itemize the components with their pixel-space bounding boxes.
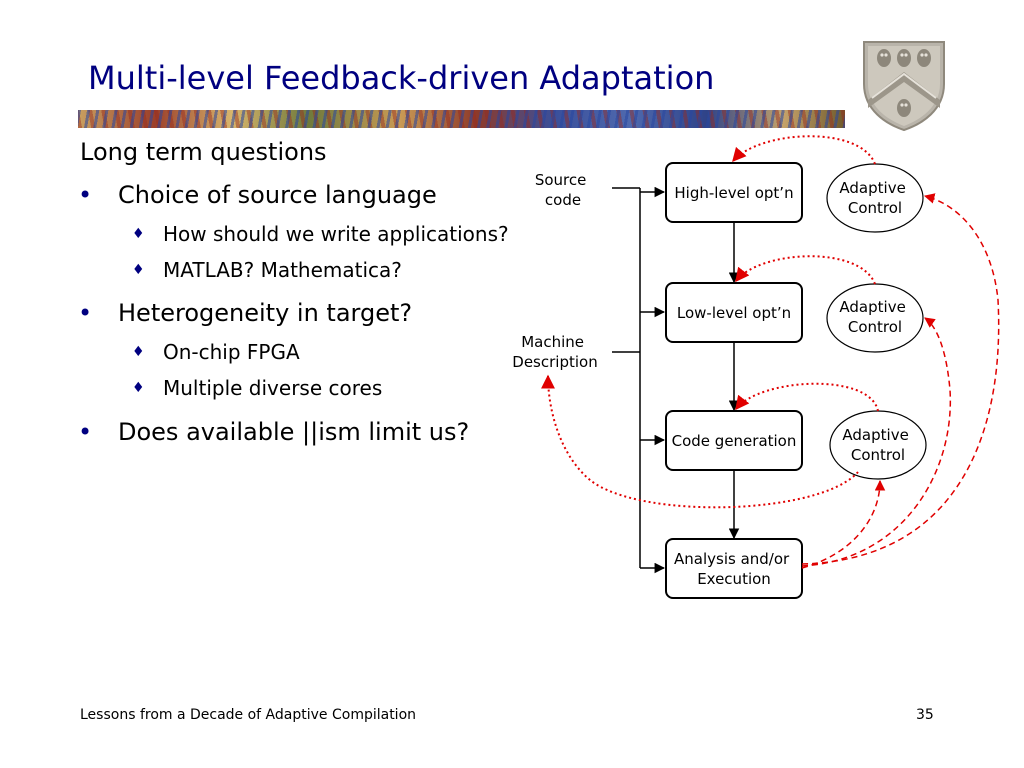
- sub-bullet-text: Multiple diverse cores: [163, 376, 383, 400]
- diamond-bullet-icon: ♦: [132, 226, 145, 242]
- diamond-bullet-icon: ♦: [132, 380, 145, 396]
- diamond-bullet-icon: ♦: [132, 344, 145, 360]
- svg-text:Low-level opt’n: Low-level opt’n: [677, 304, 791, 322]
- decorative-banner: [78, 110, 845, 128]
- svg-text:High-level opt’n: High-level opt’n: [674, 184, 793, 202]
- page-number: 35: [916, 707, 934, 723]
- stage-low-level-opt: Low-level opt’n: [665, 282, 803, 343]
- machine-description-label: Machine Description: [512, 333, 597, 371]
- input-connectors: [612, 186, 666, 574]
- sub-bullet-text: How should we write applications?: [163, 222, 509, 246]
- adaptive-control-3: Adaptive Control: [829, 410, 927, 480]
- svg-text:Adaptive Control: Adaptive Control: [839, 298, 910, 336]
- sub-bullet-text: On-chip FPGA: [163, 340, 300, 364]
- bullet-marker: •: [78, 418, 93, 446]
- bullet-marker: •: [78, 299, 93, 327]
- bullet-text: Heterogeneity in target?: [118, 299, 413, 327]
- diamond-bullet-icon: ♦: [132, 262, 145, 278]
- svg-text:Adaptive Control: Adaptive Control: [842, 426, 913, 464]
- footer-text: Lessons from a Decade of Adaptive Compil…: [80, 707, 417, 723]
- bullet-text: Does available ||ism limit us?: [118, 418, 470, 446]
- stage-code-generation: Code generation: [665, 410, 803, 471]
- source-code-label: Source code: [535, 171, 591, 209]
- slide-title: Multi-level Feedback-driven Adaptation: [88, 59, 715, 97]
- execution-feedback-arrows: [801, 193, 1000, 569]
- stage-analysis-execution: Analysis and/or Execution: [665, 538, 803, 599]
- bullet-marker: •: [78, 181, 93, 209]
- adaptive-control-2: Adaptive Control: [826, 283, 924, 353]
- stage-high-level-opt: High-level opt’n: [665, 162, 803, 223]
- svg-text:Code generation: Code generation: [672, 432, 797, 450]
- university-crest-icon: [863, 41, 945, 132]
- svg-text:Analysis and/or Executio: Analysis and/or Execution: [674, 550, 794, 588]
- sub-bullet-text: MATLAB? Mathematica?: [163, 258, 402, 282]
- adaptive-control-1: Adaptive Control: [826, 163, 924, 233]
- control-feedback-arrows: [541, 135, 879, 509]
- bullet-text: Choice of source language: [118, 181, 437, 209]
- svg-text:Adaptive Control: Adaptive Control: [839, 179, 910, 217]
- section-heading: Long term questions: [80, 138, 327, 166]
